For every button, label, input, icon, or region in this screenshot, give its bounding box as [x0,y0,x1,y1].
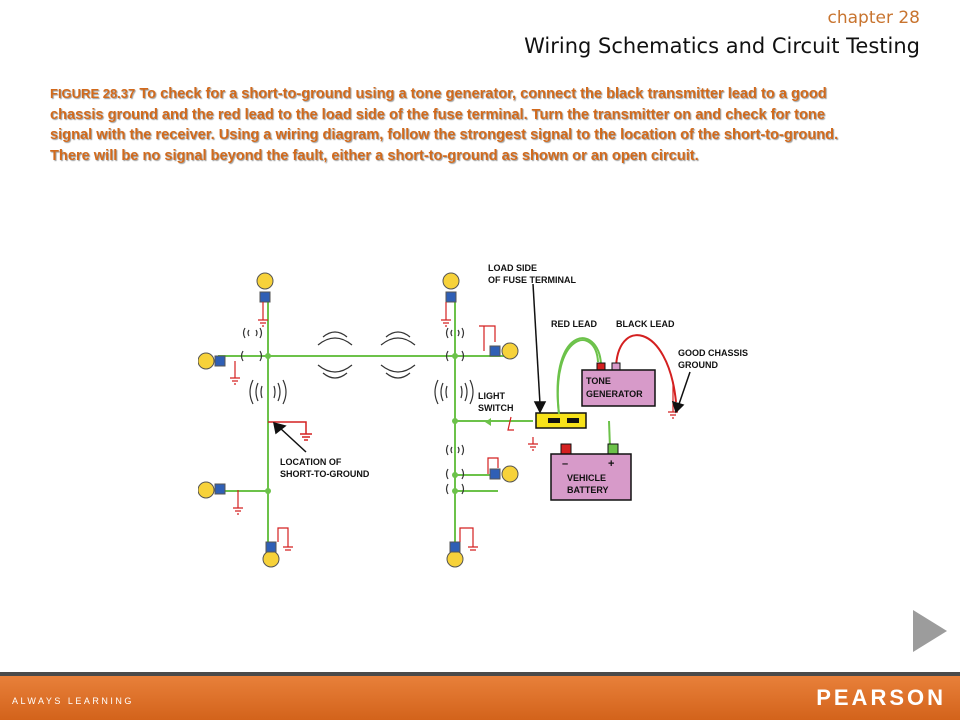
bulb-icon [489,465,519,483]
bulb-icon [489,342,519,360]
fuse-terminal [535,412,587,429]
bulb-icon [198,481,226,499]
battery-minus-label: – [562,458,568,470]
ground-symbols [230,302,678,551]
bulb-icon [198,352,226,370]
bulb-icon [446,541,464,568]
light-switch-label-2: SWITCH [478,403,514,413]
battery-label-2: BATTERY [567,485,609,495]
load-side-label-1: LOAD SIDE [488,263,537,273]
footer-divider [0,672,960,676]
figure-caption: FIGURE 28.37 To check for a short-to-gro… [50,84,870,166]
load-side-label-2: OF FUSE TERMINAL [488,275,576,285]
black-lead-label: BLACK LEAD [616,319,675,329]
tone-generator-box [581,369,656,407]
good-chassis-label-1: GOOD CHASSIS [678,348,748,358]
bulb-icon [256,272,274,303]
callout-arrows [273,283,691,453]
play-triangle-icon[interactable] [909,608,949,654]
location-label-2: SHORT-TO-GROUND [280,469,370,479]
red-lead-label: RED LEAD [551,319,598,329]
battery-plus-label: + [608,458,614,470]
light-switch-label-1: LIGHT [478,391,505,401]
bulb-icon [442,272,460,303]
tone-signal-waves [240,327,474,495]
junction-dots [265,353,458,494]
tone-generator-label-1: TONE [586,376,611,386]
bulb-icon [262,541,280,568]
caption-text: To check for a short-to-ground using a t… [50,86,839,164]
figure-number: FIGURE 28.37 [50,86,136,101]
short-to-ground [268,421,312,441]
footer-bar: ALWAYS LEARNING PEARSON [0,676,960,720]
good-chassis-label-2: GROUND [678,360,718,370]
black-lead-wire [615,334,677,403]
vehicle-battery [550,443,632,501]
battery-label-1: VEHICLE [567,473,606,483]
slide-title: Wiring Schematics and Circuit Testing [524,34,920,58]
tone-generator-label-2: GENERATOR [586,389,643,399]
circuit-diagram: TONE GENERATOR – + VEHICLE BATTERY LOAD … [198,262,760,570]
footer-tagline: ALWAYS LEARNING [12,696,134,706]
location-label-1: LOCATION OF [280,457,342,467]
bulbs [198,272,519,568]
footer-brand: PEARSON [816,685,946,710]
red-lead-wire [556,337,603,415]
chapter-label: chapter 28 [827,8,920,28]
